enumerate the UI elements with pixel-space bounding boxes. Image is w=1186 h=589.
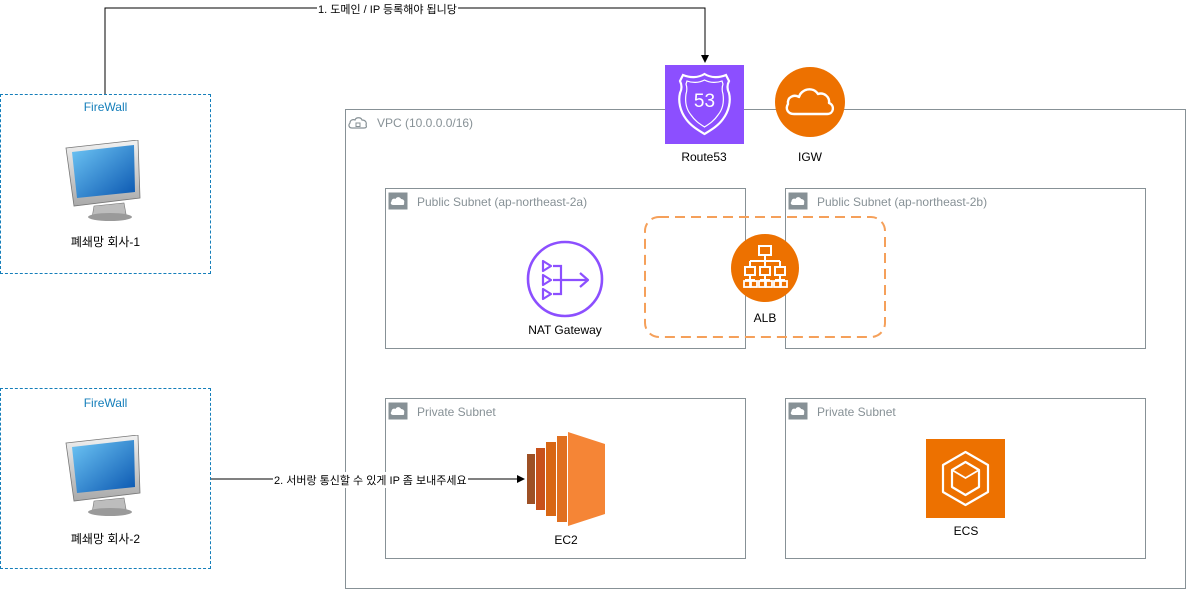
- ec2-label: EC2: [554, 533, 578, 547]
- private-subnet-b: Private Subnet: [785, 398, 1146, 559]
- firewall-group-2: FireWall 폐쇄망 회사-2: [0, 388, 211, 569]
- pc-label: 폐쇄망 회사-2: [70, 532, 141, 546]
- igw-label: IGW: [798, 150, 822, 164]
- cloud-lock-icon: [388, 402, 408, 420]
- firewall-group-1: FireWall 폐쇄망 회사-1: [0, 94, 211, 274]
- ecs-container-icon: [941, 450, 990, 507]
- desktop-computer-icon: [65, 140, 141, 221]
- edge-firewall1-to-route53: [104, 7, 709, 94]
- edge-label-2: 2. 서버랑 통신할 수 있게 IP 좀 보내주세요: [273, 472, 468, 488]
- subnet-title: Private Subnet: [817, 405, 896, 419]
- igw-node[interactable]: [775, 67, 845, 137]
- public-subnet-a: Public Subnet (ap-northeast-2a): [385, 188, 746, 349]
- pc-label: 폐쇄망 회사-1: [70, 235, 141, 249]
- route53-node[interactable]: 53: [665, 65, 744, 144]
- alb-label: ALB: [753, 311, 777, 325]
- nat-gateway-icon[interactable]: [525, 239, 605, 319]
- route53-shield-icon: [678, 72, 731, 136]
- cloud-lock-icon: [788, 192, 808, 210]
- load-balancer-icon: [743, 245, 788, 288]
- route53-badge: 53: [693, 91, 716, 112]
- subnet-title: Private Subnet: [417, 405, 496, 419]
- ecs-label: ECS: [953, 524, 979, 538]
- ec2-instance-icon[interactable]: [527, 432, 605, 526]
- vpc-title: VPC (10.0.0.0/16): [377, 116, 474, 130]
- nat-gateway-label: NAT Gateway: [528, 323, 602, 337]
- cloud-lock-icon: [348, 117, 367, 129]
- edge-label-1: 1. 도메인 / IP 등록해야 됩니당: [317, 1, 458, 17]
- firewall-title: FireWall: [83, 396, 128, 410]
- ecs-node[interactable]: [926, 439, 1005, 518]
- alb-node[interactable]: [731, 234, 799, 302]
- cloud-lock-icon: [388, 192, 408, 210]
- firewall-title: FireWall: [83, 100, 128, 114]
- cloud-lock-icon: [788, 402, 808, 420]
- subnet-title: Public Subnet (ap-northeast-2b): [817, 195, 988, 209]
- desktop-computer-icon: [65, 435, 141, 516]
- alb-dashed-region: [644, 216, 886, 338]
- subnet-title: Public Subnet (ap-northeast-2a): [417, 195, 588, 209]
- cloud-icon: [785, 88, 835, 116]
- route53-label: Route53: [681, 150, 727, 164]
